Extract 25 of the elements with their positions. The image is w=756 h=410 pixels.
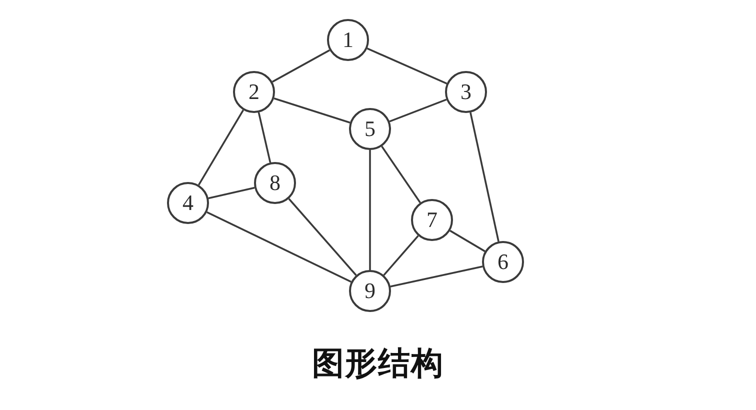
connector-line (366, 48, 448, 84)
connector-line (450, 230, 486, 252)
connector-line (288, 198, 357, 276)
connector-line (258, 112, 272, 163)
numbered-circle: 6 (482, 241, 524, 283)
numbered-circle: 2 (233, 71, 275, 113)
connector-line (389, 98, 447, 122)
numbered-circle: 4 (167, 182, 209, 224)
connector-line (369, 150, 371, 270)
connector-line (381, 146, 421, 204)
connector-line (208, 186, 255, 200)
numbered-circle: 7 (411, 199, 453, 241)
numbered-circle: 1 (327, 19, 369, 61)
numbered-circle: 5 (349, 108, 391, 150)
connector-line (470, 112, 500, 242)
numbered-circle: 9 (349, 270, 391, 312)
connector-line (206, 211, 352, 283)
caption: 图形结构 (312, 343, 444, 384)
connector-line (390, 266, 483, 288)
connector-line (272, 49, 330, 83)
numbered-circle: 3 (445, 71, 487, 113)
connector-line (274, 98, 350, 124)
numbered-circle: 8 (254, 162, 296, 204)
connector-line (383, 235, 419, 276)
connector-line (198, 110, 244, 186)
